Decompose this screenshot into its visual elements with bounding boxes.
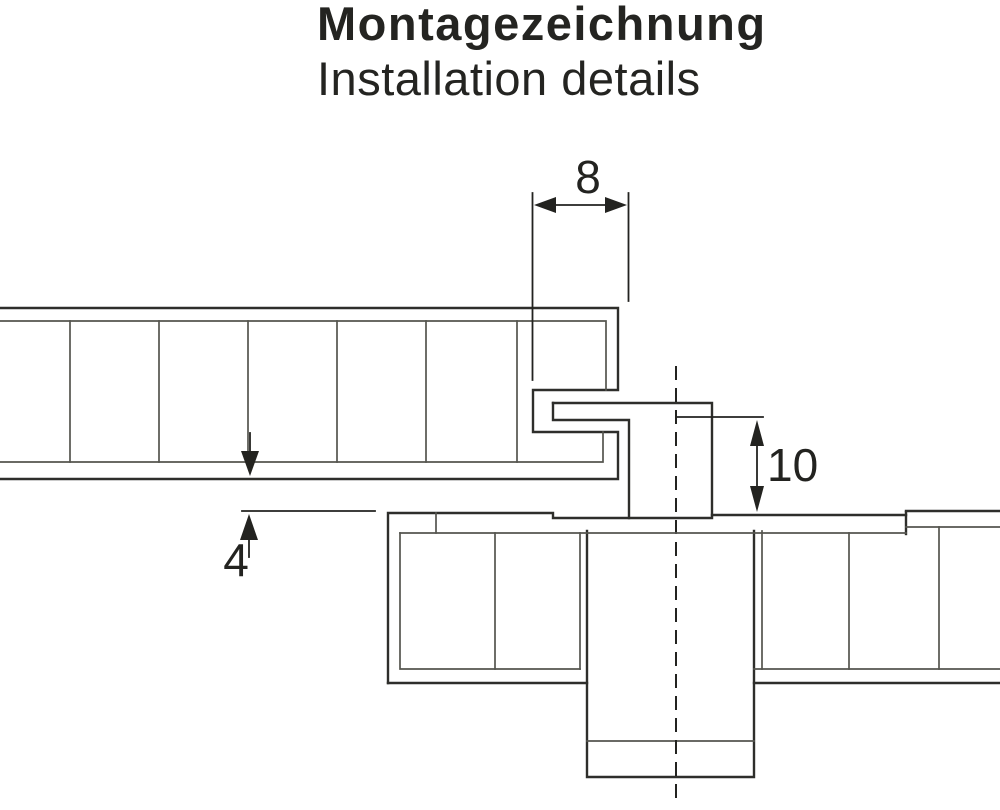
left-panel-inner-bottom [0, 431, 604, 463]
dimension-10: 10 [675, 416, 818, 512]
dim-10-arrowhead-top [750, 420, 764, 446]
page-title-german: Montagezeichnung [317, 0, 767, 50]
right-panel-left-top-outline [386, 511, 714, 685]
left-panel-ribs [69, 320, 518, 463]
dim-8-arrowhead-left [534, 197, 556, 213]
dim-10-value: 10 [767, 439, 818, 491]
dim-8-value: 8 [575, 151, 601, 203]
dim-8-arrowhead-right [605, 197, 627, 213]
left-panel-inner-top [0, 320, 607, 391]
dim-4-arrowhead-down [241, 451, 259, 476]
dimension-4: 4 [223, 432, 376, 586]
tongue-bottom-edge [551, 401, 631, 520]
page-title-english: Installation details [317, 52, 701, 105]
post-lower-body [585, 529, 756, 779]
left-panel-section [0, 306, 620, 481]
dimension-8: 8 [531, 151, 630, 381]
dim-10-arrowhead-bottom [750, 486, 764, 512]
right-panel-section [386, 509, 1000, 685]
tongue-top-edge [551, 401, 714, 518]
right-panel-ribs [494, 526, 940, 670]
dim-8-extension-lines [531, 192, 630, 381]
dim-4-value: 4 [223, 534, 249, 586]
title-block: Montagezeichnung Installation details [317, 0, 767, 105]
connector-post-section [551, 366, 756, 806]
dim-4-arrowhead-up [240, 514, 258, 540]
right-panel-inner-left-bottom [399, 532, 581, 670]
left-panel-outline [0, 306, 620, 481]
